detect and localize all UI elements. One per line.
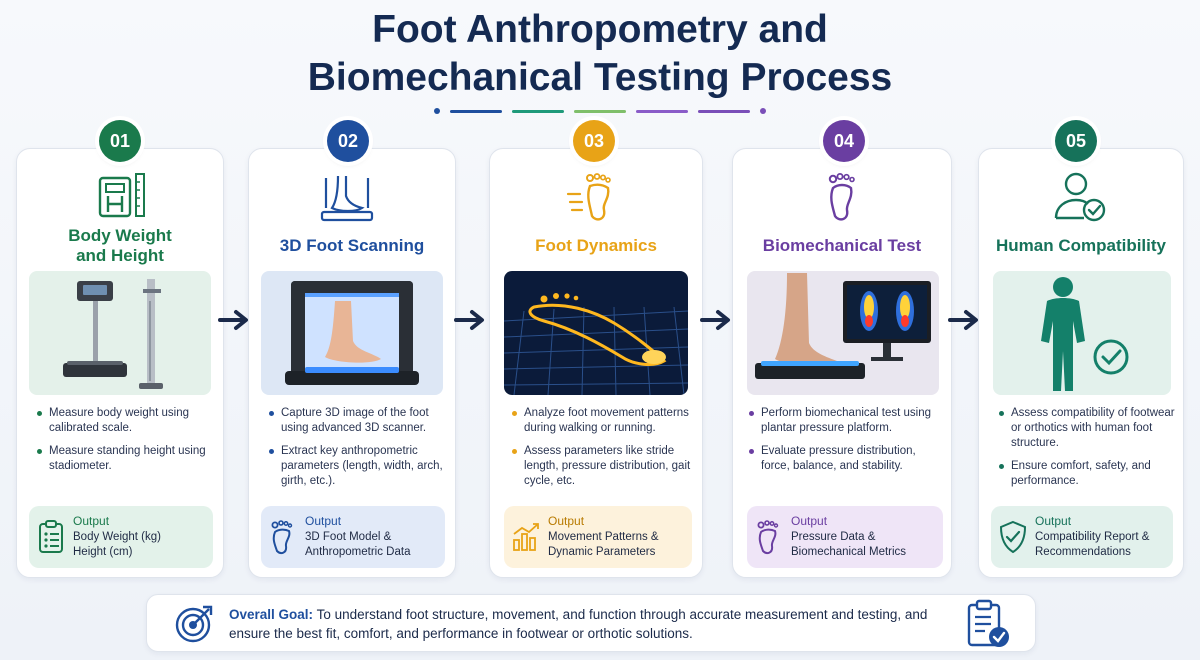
bullet-item: Evaluate pressure distribution, force, b… xyxy=(747,444,943,474)
output-label: Output xyxy=(548,514,585,528)
bullet-item: Capture 3D image of the foot using advan… xyxy=(267,406,447,436)
overall-goal-panel: Overall Goal: To understand foot structu… xyxy=(146,594,1036,652)
bullet-item: Assess compatibility of footwear or orth… xyxy=(997,406,1177,451)
footprint-icon xyxy=(757,520,779,555)
step-card-body-weight: Body Weight and Height Measure body weig… xyxy=(16,148,224,578)
output-line: Recommendations xyxy=(1035,546,1131,558)
bullet-item: Measure body weight using calibrated sca… xyxy=(35,406,215,436)
bullet-item: Analyze foot movement patterns during wa… xyxy=(510,406,694,436)
arrow-right-icon xyxy=(948,310,978,330)
title-divider xyxy=(434,108,766,114)
output-label: Output xyxy=(305,514,342,528)
arrow-right-icon xyxy=(454,310,484,330)
step-bullets: Analyze foot movement patterns during wa… xyxy=(510,406,694,497)
scale-ruler-icon xyxy=(98,173,145,218)
bullet-item: Assess parameters like stride length, pr… xyxy=(510,444,694,489)
weight-scale-stadiometer-photo xyxy=(29,271,211,395)
bar-chart-icon xyxy=(513,523,539,551)
step-number-badge: 03 xyxy=(573,120,615,162)
output-line: Height (cm) xyxy=(73,546,133,558)
step-bullets: Measure body weight using calibrated sca… xyxy=(35,406,215,482)
step-number-badge: 01 xyxy=(99,120,141,162)
goal-description: To understand foot structure, movement, … xyxy=(229,607,928,641)
output-label: Output xyxy=(1035,514,1072,528)
output-label: Output xyxy=(73,514,110,528)
target-icon xyxy=(175,605,213,643)
output-line: Biomechanical Metrics xyxy=(791,546,907,558)
step-number-badge: 04 xyxy=(823,120,865,162)
step-card-foot-dynamics: Foot Dynamics Analyze foot movement patt… xyxy=(489,148,703,578)
output-line: Dynamic Parameters xyxy=(548,546,656,558)
step-number-badge: 02 xyxy=(327,120,369,162)
output-box: Output Compatibility Report & Recommenda… xyxy=(991,506,1173,568)
person-check-icon xyxy=(1054,172,1106,222)
output-box: Output Pressure Data & Biomechanical Met… xyxy=(747,506,943,568)
glowing-footprint-grid-photo xyxy=(504,271,688,395)
step-card-human-compatibility: Human Compatibility Assess compatibility… xyxy=(978,148,1184,578)
step-title: Human Compatibility xyxy=(995,236,1166,255)
moving-foot-icon xyxy=(566,173,611,221)
step-title: Foot Dynamics xyxy=(535,236,657,255)
step-card-3d-foot-scanning: 3D Foot Scanning Capture 3D image of the… xyxy=(248,148,456,578)
output-line: 3D Foot Model & xyxy=(305,531,392,543)
bullet-item: Ensure comfort, safety, and performance. xyxy=(997,459,1177,489)
step-bullets: Assess compatibility of footwear or orth… xyxy=(997,406,1177,497)
step-number-badge: 05 xyxy=(1055,120,1097,162)
step-bullets: Perform biomechanical test using plantar… xyxy=(747,406,943,482)
output-box: Output Body Weight (kg) Height (cm) xyxy=(29,506,213,568)
title-line-2: Biomechanical Testing Process xyxy=(307,56,893,99)
output-label: Output xyxy=(791,514,828,528)
title-line-1: Foot Anthropometry and xyxy=(372,8,828,51)
clipboard-icon xyxy=(39,520,63,553)
clipboard-check-icon xyxy=(967,599,1009,647)
output-line: Pressure Data & xyxy=(791,531,876,543)
shield-check-icon xyxy=(999,520,1027,554)
output-box: Output 3D Foot Model & Anthropometric Da… xyxy=(261,506,445,568)
goal-text: Overall Goal: To understand foot structu… xyxy=(229,605,939,643)
3d-foot-scanner-photo xyxy=(261,271,443,395)
bullet-item: Perform biomechanical test using plantar… xyxy=(747,406,943,436)
footprint-icon xyxy=(828,173,855,221)
step-title: 3D Foot Scanning xyxy=(279,236,425,255)
output-line: Movement Patterns & xyxy=(548,531,659,543)
page-title: Foot Anthropometry and Biomechanical Tes… xyxy=(0,6,1200,102)
goal-label: Overall Goal: xyxy=(229,607,314,622)
bullet-item: Measure standing height using stadiomete… xyxy=(35,444,215,474)
step-bullets: Capture 3D image of the foot using advan… xyxy=(267,406,447,497)
foot-scanner-icon xyxy=(320,175,374,222)
output-line: Body Weight (kg) xyxy=(73,531,161,543)
output-box: Output Movement Patterns & Dynamic Param… xyxy=(504,506,692,568)
step-title: Body Weight and Height xyxy=(68,226,172,265)
footprint-icon xyxy=(271,520,293,555)
arrow-right-icon xyxy=(218,310,248,330)
step-title: Biomechanical Test xyxy=(762,236,922,255)
output-line: Anthropometric Data xyxy=(305,546,411,558)
output-line: Compatibility Report & xyxy=(1035,531,1150,543)
plantar-pressure-platform-photo xyxy=(747,271,939,395)
bullet-item: Extract key anthropometric parameters (l… xyxy=(267,444,447,489)
arrow-right-icon xyxy=(700,310,730,330)
human-silhouette-check-photo xyxy=(993,271,1171,395)
